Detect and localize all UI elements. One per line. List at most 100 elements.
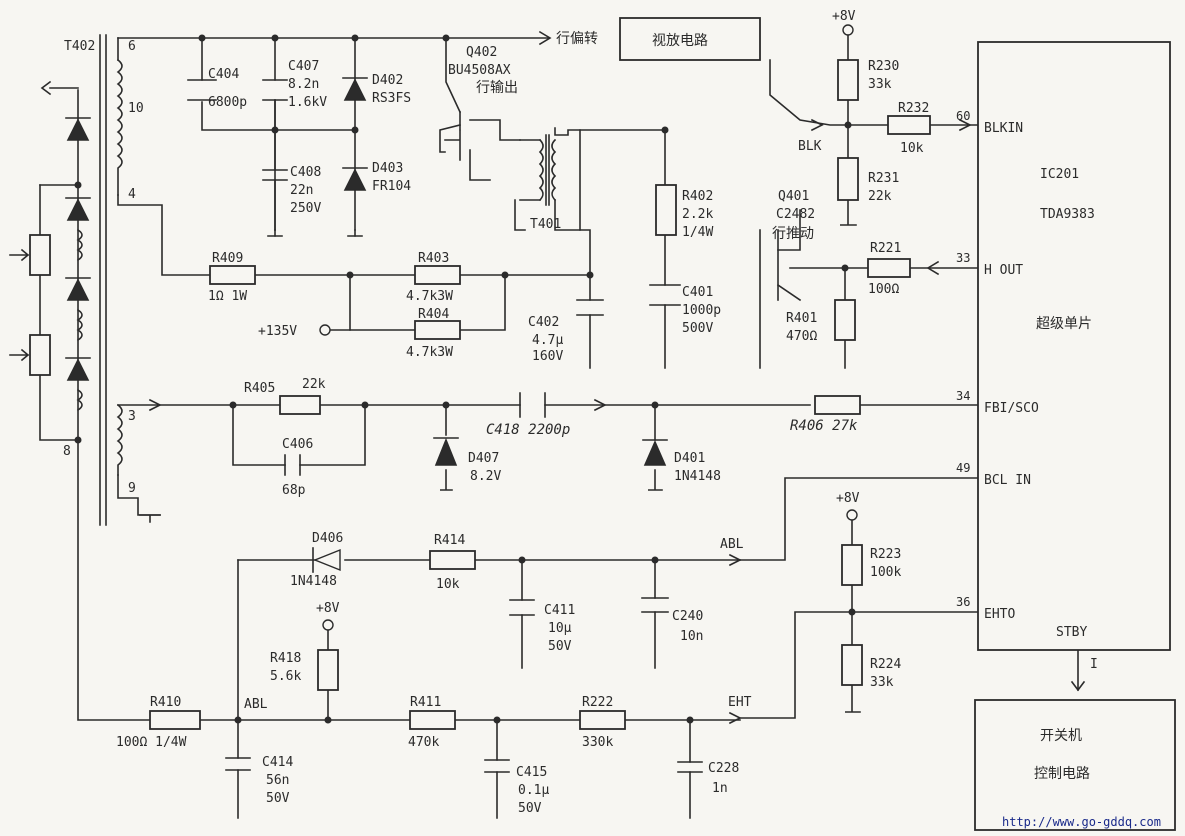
label-c408-volt: 250V [290,201,321,216]
stby-i-label: I [1090,657,1098,672]
label-d407-val: 8.2V [470,469,501,484]
label-c228-val: 1n [712,781,728,796]
label-r414: R414 [434,533,465,548]
label-r223-val: 100k [870,565,901,580]
label-r222-val: 330k [582,735,613,750]
label-c401-val: 1000p [682,303,721,318]
label-h-driver: 行推动 [772,226,814,242]
control-label-line1: 开关机 [1040,728,1082,744]
label-r230-val: 33k [868,77,892,92]
label-r418-val: 5.6k [270,669,301,684]
label-c415-val: 0.1μ [518,783,549,798]
label-plus8v-mid: +8V [836,491,860,506]
label-r402-power: 1/4W [682,225,713,240]
junction-dots [74,34,856,724]
label-d401: D401 [674,451,705,466]
label-blk: BLK [798,139,822,154]
label-r232: R232 [898,101,929,116]
resistor-r230 [837,59,859,101]
resistor-r405 [279,395,321,415]
label-c407-volt: 1.6kV [288,95,327,110]
label-d407: D407 [468,451,499,466]
label-abl-right: ABL [720,537,744,552]
signal-arrows [9,30,1086,725]
label-r410-val: 100Ω 1/4W [116,735,187,750]
label-c401: C401 [682,285,713,300]
label-r410: R410 [150,695,181,710]
capacitors [187,79,703,773]
label-c411-volt: 50V [548,639,572,654]
label-r411: R411 [410,695,441,710]
label-pin10: 10 [128,101,144,116]
label-c414-volt: 50V [266,791,290,806]
label-pin6: 6 [128,39,136,54]
label-d402-part: RS3FS [372,91,411,106]
terminals [319,24,858,631]
label-r231: R231 [868,171,899,186]
resistor-r222 [579,710,626,730]
resistor-r410 [149,710,201,730]
label-r221: R221 [870,241,901,256]
label-c407-val: 8.2n [288,77,319,92]
transformer-windings [76,58,557,476]
label-c406: C406 [282,437,313,452]
ic-pin-blkin: BLKIN [984,121,1023,136]
resistor-r418 [317,649,339,691]
label-c408-val: 22n [290,183,313,198]
label-r411-val: 470k [408,735,439,750]
label-video-amp: 视放电路 [652,33,708,49]
ic201-ref: IC201 [1040,167,1079,182]
label-h-output: 行输出 [476,80,518,96]
diodes [65,77,668,573]
resistor-r231 [837,157,859,201]
ic201-box [977,41,1171,651]
label-r223: R223 [870,547,901,562]
ic-pin-ehto: EHTO [984,607,1015,622]
label-r403-val: 4.7k3W [406,289,453,304]
label-c402: C402 [528,315,559,330]
label-r224-val: 33k [870,675,894,690]
label-c414: C414 [262,755,293,770]
ic201-part: TDA9383 [1040,207,1095,222]
label-pin8: 8 [63,444,71,459]
label-r221-val: 100Ω [868,282,899,297]
label-c418: C418 2200p [486,422,570,438]
label-c404-val: 6800p [208,95,247,110]
component-labels: T402 6 10 4 3 9 8 行偏转 视放电路 +8V C404 6800… [63,9,929,816]
label-r405: R405 [244,381,275,396]
resistor-r232 [887,115,931,135]
ic-pin-bcl: BCL IN [984,473,1031,488]
label-r403: R403 [418,251,449,266]
label-r222: R222 [582,695,613,710]
power-control-box [974,699,1176,831]
video-amp-box [619,17,761,61]
resistor-r402 [655,184,677,236]
resistor-hv-focus-1 [29,234,51,276]
label-eht: EHT [728,695,752,710]
label-t401: T401 [530,217,561,232]
label-q401-part: C2482 [776,207,815,222]
label-r401-val: 470Ω [786,329,817,344]
label-t402: T402 [64,39,95,54]
label-r232-val: 10k [900,141,924,156]
watermark-url: http://www.go-gddq.com [1002,815,1161,829]
label-r406: R406 27k [790,418,858,434]
label-r405-val: 22k [302,377,326,392]
label-d406: D406 [312,531,343,546]
label-c414-val: 56n [266,773,289,788]
label-d403: D403 [372,161,403,176]
resistor-r403 [414,265,461,285]
label-c404: C404 [208,67,239,82]
label-r402: R402 [682,189,713,204]
label-pin4: 4 [128,187,136,202]
resistor-r406 [814,395,861,415]
label-d406-part: 1N4148 [290,574,337,589]
label-c411-val: 10μ [548,621,572,636]
label-r401: R401 [786,311,817,326]
label-pin3: 3 [128,409,136,424]
resistor-r411 [409,710,456,730]
ic-pin-fbi: FBI/SCO [984,401,1039,416]
label-d401-part: 1N4148 [674,469,721,484]
label-q401: Q401 [778,189,809,204]
